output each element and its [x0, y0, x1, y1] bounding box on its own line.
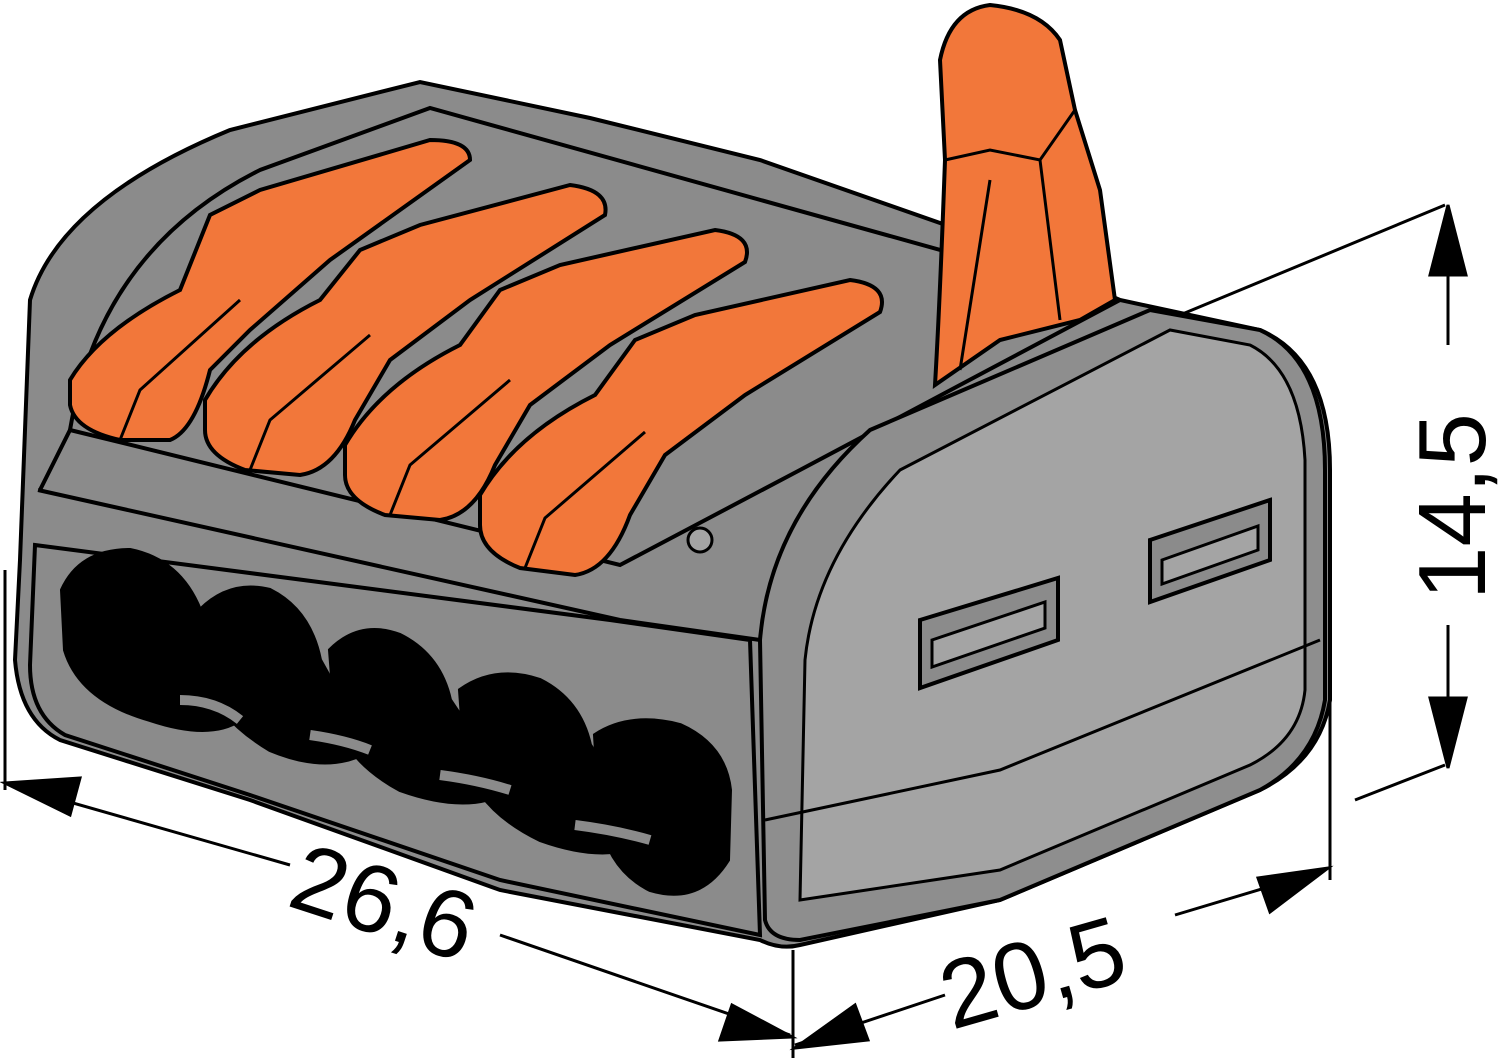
height-arrow-top [1428, 204, 1468, 277]
depth-arrow-left [789, 1002, 871, 1051]
lever-open [686, 2, 1118, 554]
height-arrow-bottom [1428, 696, 1468, 769]
length-arrow-left [0, 776, 82, 818]
lever-open-shape [932, 2, 1118, 389]
side-latch-2 [1148, 497, 1272, 605]
levers-closed [68, 137, 884, 578]
front-upper-rail [37, 488, 761, 642]
side-latch-1 [918, 575, 1060, 691]
lever-3 [343, 227, 749, 523]
side-seam [764, 638, 1321, 822]
lever-2 [203, 182, 608, 478]
height-dimension-label: 14,5 [1399, 413, 1500, 600]
depth-dimension-label: 20,5 [928, 896, 1137, 1050]
lever-4 [478, 277, 884, 578]
wire-hole-5 [592, 718, 733, 896]
length-arrow-right [717, 1002, 798, 1042]
wire-entry-holes [59, 547, 733, 896]
depth-arrow-right [1255, 865, 1334, 915]
dimension-lines [0, 203, 1468, 1058]
pivot-pin [686, 526, 714, 554]
